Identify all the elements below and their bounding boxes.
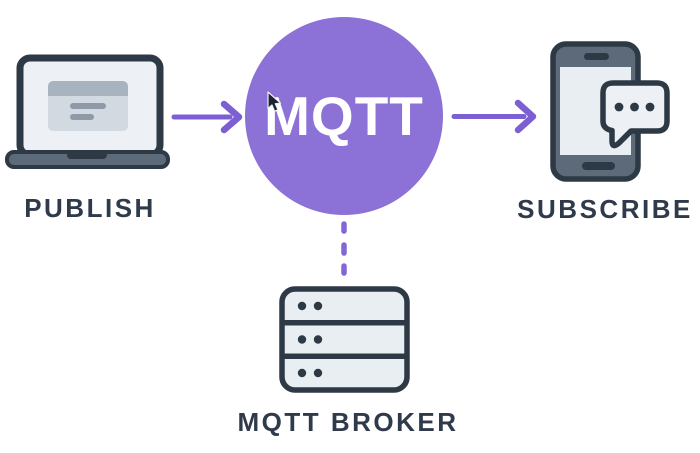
publish-arrow: [171, 100, 243, 134]
phone-chat-icon: [550, 41, 670, 182]
mqtt-circle-label: MQTT: [264, 85, 424, 147]
subscribe-label: SUBSCRIBE: [517, 194, 693, 224]
mouse-cursor: [267, 91, 282, 112]
server-icon: [279, 286, 410, 393]
mqtt-broker-label: MQTT BROKER: [237, 407, 459, 437]
subscribe-arrow: [451, 99, 537, 134]
publish-label: PUBLISH: [24, 193, 156, 223]
chat-bubble-icon: [600, 80, 670, 149]
mqtt-circle-node: MQTT: [245, 17, 443, 215]
laptop-icon: [5, 54, 170, 169]
